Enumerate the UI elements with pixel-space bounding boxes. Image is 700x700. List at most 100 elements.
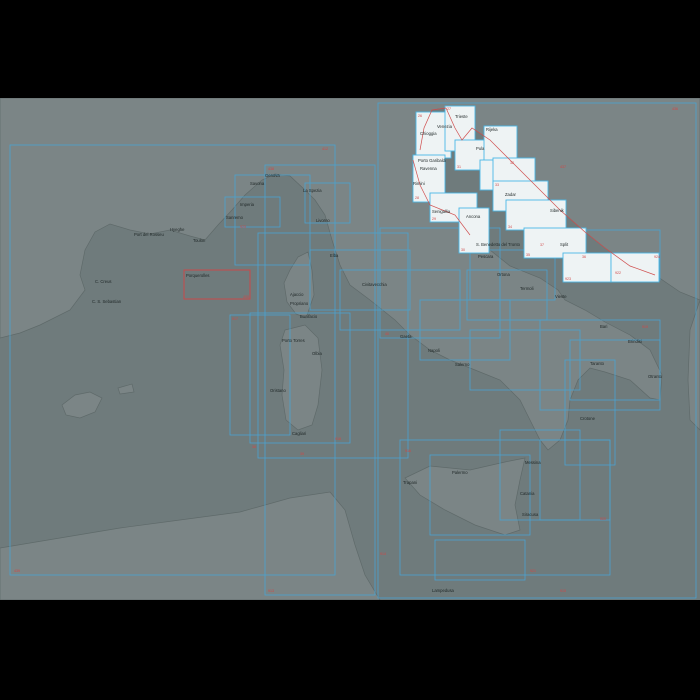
chart-frame[interactable]	[234, 174, 311, 266]
place-label: Olbia	[312, 351, 322, 356]
chart-frame[interactable]	[469, 329, 581, 391]
place-label: Genova	[265, 173, 280, 178]
chart-frame[interactable]	[466, 269, 548, 321]
place-label: Salerno	[455, 362, 470, 367]
menorca	[117, 383, 135, 395]
place-label: Split	[560, 242, 569, 247]
place-label: Pescara	[478, 254, 494, 259]
chart-number: 28	[415, 196, 419, 200]
place-label: Gaeta	[400, 334, 412, 339]
chart-number: 920	[600, 517, 606, 521]
chart-frame[interactable]	[377, 102, 697, 599]
place-label: Lampedusa	[432, 588, 455, 593]
place-label: Rijeka	[486, 127, 498, 132]
chart-frame[interactable]	[309, 249, 411, 311]
place-label: Ravenna	[420, 166, 437, 171]
place-label: Bonifacio	[300, 314, 318, 319]
chart-number: 923	[565, 277, 571, 281]
chart-number: 32	[510, 161, 514, 165]
chart-number: 925	[240, 225, 246, 229]
chart-frame[interactable]	[564, 359, 616, 466]
chart-frame-highlighted[interactable]	[183, 269, 251, 300]
chart-frame[interactable]	[229, 314, 291, 436]
place-label: Ancona	[466, 214, 481, 219]
chart-frame[interactable]	[469, 249, 556, 301]
chart-number: 921	[530, 569, 536, 573]
chart-frame[interactable]	[249, 312, 351, 444]
chart-number: 922	[615, 271, 621, 275]
covered-chart[interactable]	[505, 199, 567, 231]
chart-number: 39	[300, 452, 304, 456]
place-label: Termoli	[520, 286, 534, 291]
place-label: S. Benedetto del Tronto	[476, 242, 521, 247]
place-label: Senigallia	[432, 209, 451, 214]
place-label: Sanremo	[226, 215, 244, 220]
chart-frames	[9, 102, 697, 599]
chart-number: 412	[322, 147, 328, 151]
place-label: Brindisi	[628, 339, 642, 344]
chart-number: 29	[432, 217, 436, 221]
chart-number: 35	[526, 253, 530, 257]
chart-number: 26	[418, 114, 422, 118]
place-label: Catania	[520, 491, 535, 496]
chart-number: 916	[405, 449, 411, 453]
mallorca	[61, 391, 103, 419]
place-label: Crotone	[580, 416, 596, 421]
place-label: Otranto	[648, 374, 663, 379]
chart-frame[interactable]	[224, 196, 281, 228]
chart-number: 914	[380, 552, 386, 556]
chart-number: 36	[582, 255, 586, 259]
chart-number: 31	[457, 165, 461, 169]
chart-number: 30	[461, 248, 465, 252]
sardinia	[279, 324, 323, 431]
chart-number: 38	[252, 445, 256, 449]
chart-frame[interactable]	[434, 539, 526, 581]
covered-charts	[412, 105, 660, 283]
chart-number: 919	[642, 325, 648, 329]
place-labels: Port del Rosseu Hyeghe Toulon C. Creus C…	[92, 114, 663, 593]
place-label: Chioggia	[420, 131, 437, 136]
chart-frame[interactable]	[257, 232, 409, 459]
chart-number: 437	[560, 165, 566, 169]
chart-number: 915	[560, 589, 566, 593]
place-label: Bari	[600, 324, 608, 329]
place-label: C. Creus	[95, 279, 112, 284]
chart-frame[interactable]	[429, 454, 531, 536]
place-label: Napoli	[428, 348, 440, 353]
place-label: Vieste	[555, 294, 567, 299]
place-label: Palermo	[452, 470, 468, 475]
chart-number: 917	[232, 317, 238, 321]
place-label: Livorno	[316, 218, 330, 223]
chart-frame[interactable]	[379, 227, 501, 339]
chart-frame[interactable]	[264, 164, 376, 596]
place-label: Ortona	[497, 272, 510, 277]
chart-frame[interactable]	[9, 144, 336, 576]
chart-frame[interactable]	[304, 182, 351, 224]
chart-frame[interactable]	[539, 439, 611, 521]
covered-chart[interactable]	[458, 207, 490, 254]
place-label: Hyeghe	[170, 227, 185, 232]
place-label: Sibenik	[550, 208, 565, 213]
place-label: Trieste	[455, 114, 468, 119]
place-label: Ajaccio	[290, 292, 304, 297]
adriatic-coast-highlight	[412, 107, 656, 276]
place-label: C. S. Sebastian	[92, 299, 122, 304]
place-label: Cagliari	[292, 431, 306, 436]
place-label: Port del Rosseu	[134, 232, 164, 237]
chart-number: 435	[243, 295, 249, 299]
covered-chart[interactable]	[562, 252, 612, 283]
chart-number: 913	[268, 589, 274, 593]
place-label: Elba	[330, 253, 339, 258]
place-label: Venezia	[437, 124, 453, 129]
chart-number-labels: 412 435 436 437 438 439 913 914 915 916 …	[14, 107, 678, 593]
place-label: Porto Torres	[282, 338, 305, 343]
place-label: Siracusa	[522, 512, 539, 517]
chart-number: 918	[335, 437, 341, 441]
chart-number: 40	[385, 332, 389, 336]
place-label: Rimini	[413, 181, 425, 186]
chart-number: 439	[14, 569, 20, 573]
chart-number: 34	[508, 225, 512, 229]
place-label: Porquerolles	[186, 273, 210, 278]
place-label: Zadar	[505, 192, 517, 197]
place-label: Trapani	[403, 480, 417, 485]
